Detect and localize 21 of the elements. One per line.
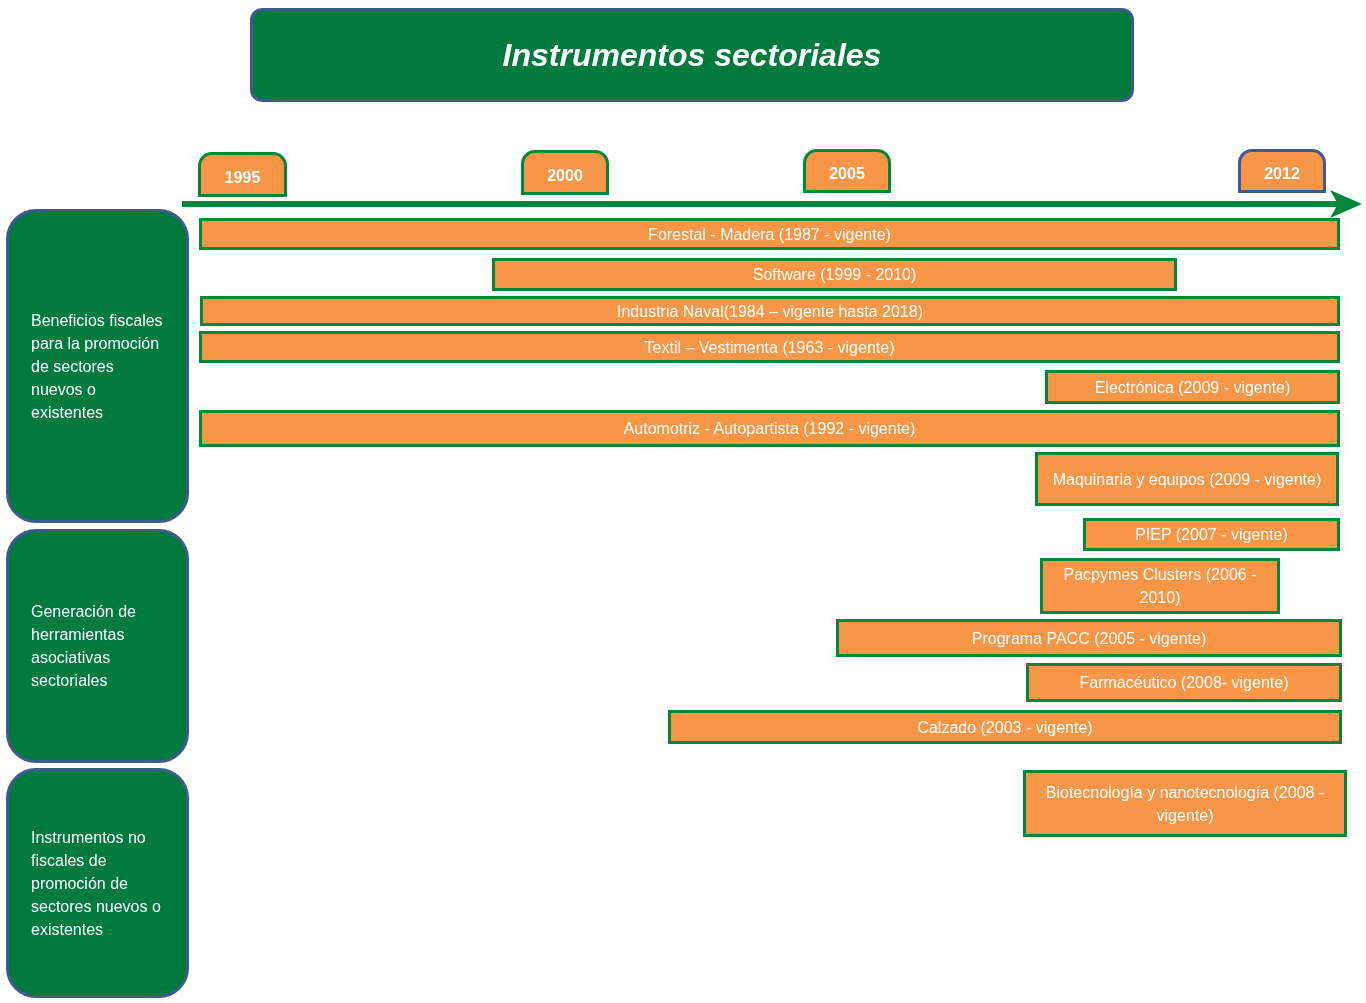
timeline-bar: PIEP (2007 - vigente): [1083, 518, 1340, 551]
timeline-bar: Industria Naval(1984 – vigente hasta 2018): [200, 296, 1340, 326]
timeline-bar: Automotriz - Autopartista (1992 - vigente): [199, 410, 1340, 447]
timeline-bar: Programa PACC (2005 - vigente): [836, 619, 1342, 657]
timeline-bar: Farmacéutico (2008- vigente): [1026, 663, 1342, 702]
year-tab: 1995: [198, 152, 287, 197]
title-banner: Instrumentos sectoriales: [250, 8, 1134, 102]
timeline-bar: Software (1999 - 2010): [492, 258, 1177, 291]
timeline-bar: Biotecnología y nanotecnología (2008 - vigente): [1023, 770, 1347, 837]
timeline-bar: Pacpymes Clusters (2006 - 2010): [1040, 558, 1280, 614]
timeline-bar: Calzado (2003 - vigente): [668, 710, 1342, 744]
category-box: Instrumentos no fiscales de promoción de sectores nuevos o existentes: [6, 768, 189, 998]
timeline-bar: Maquinaria y equipos (2009 - vigente): [1035, 452, 1339, 506]
timeline-bar: Electrónica (2009 - vigente): [1045, 370, 1340, 404]
timeline-bar: Forestal - Madera (1987 - vigente): [199, 218, 1340, 250]
year-tab: 2012: [1238, 149, 1326, 193]
category-box: Generación de herramientas asociativas sectoriales: [6, 529, 189, 763]
category-box: Beneficios fiscales para la promoción de sectores nuevos o existentes: [6, 209, 189, 523]
year-tab: 2005: [803, 149, 891, 193]
year-tab: 2000: [521, 150, 609, 195]
timeline-bar: Textil – Vestimenta (1963 - vigente): [199, 331, 1340, 363]
